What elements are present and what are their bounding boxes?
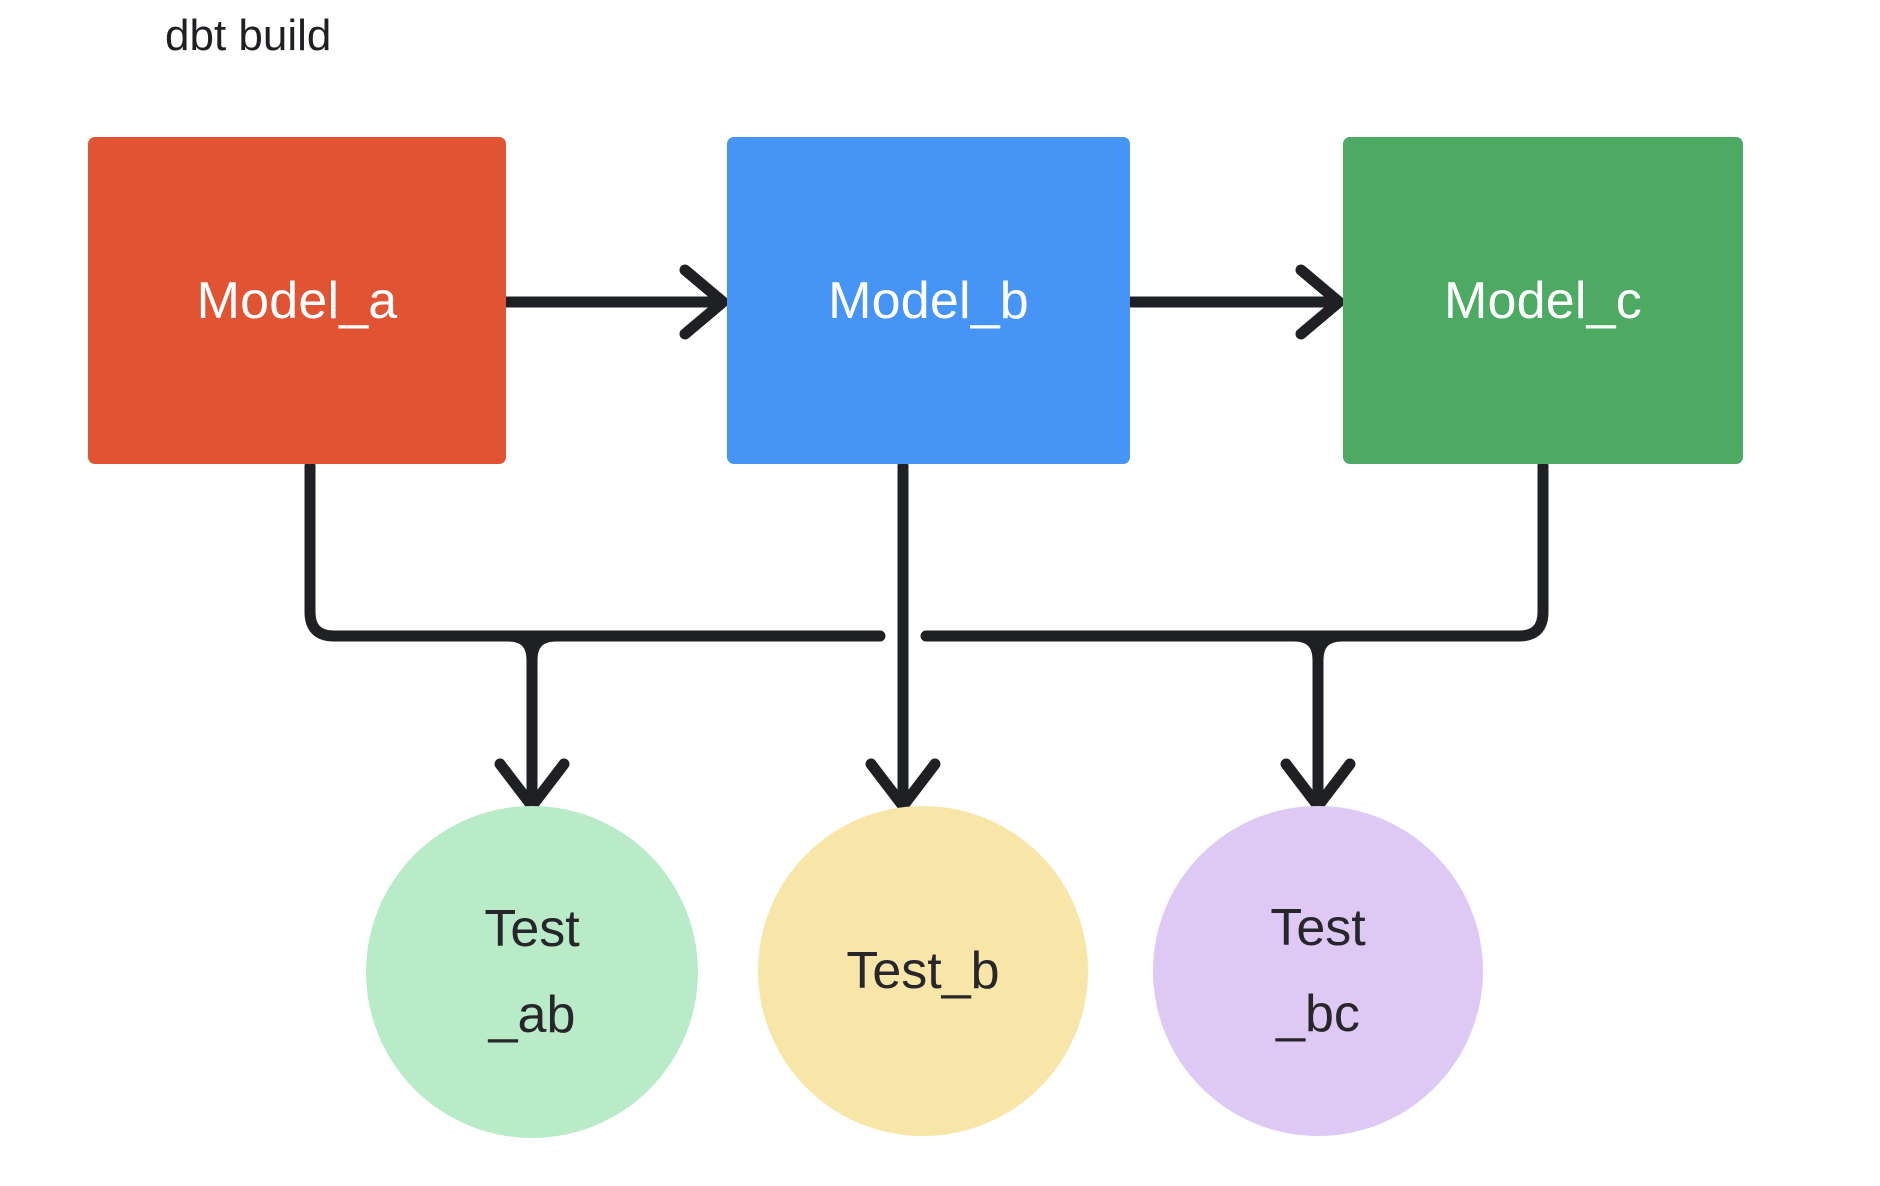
diagram-title: dbt build [165,11,332,60]
edge-model-a-to-bus [304,460,514,642]
node-test-ab[interactable]: Test _ab [366,806,698,1138]
arrowhead-test-b [865,758,941,812]
edge-model-c-to-bus [1336,460,1549,642]
node-model-b-label: Model_b [828,271,1029,330]
arrowhead-test-ab [494,758,570,812]
node-test-bc[interactable]: Test _bc [1153,806,1483,1136]
node-test-ab-label: Test _ab [484,900,580,1044]
edge-bus-to-test-ab [502,630,538,810]
node-model-c-label: Model_c [1444,271,1642,330]
edge-bus-to-test-bc [1312,630,1348,810]
edge-bus-to-test-bc-left [1288,630,1324,666]
node-model-c[interactable]: Model_c [1343,137,1743,464]
node-test-bc-label: Test _bc [1270,899,1366,1043]
node-model-b[interactable]: Model_b [727,137,1130,464]
node-model-a[interactable]: Model_a [88,137,506,464]
arrowhead-test-bc [1280,758,1356,812]
edge-bus-to-test-ab-right [526,630,562,666]
arrowhead-model-b [679,264,729,340]
arrowhead-model-c [1295,264,1345,340]
node-model-a-label: Model_a [196,271,398,330]
node-test-b-label: Test_b [846,942,1000,1000]
node-test-b[interactable]: Test_b [758,806,1088,1136]
